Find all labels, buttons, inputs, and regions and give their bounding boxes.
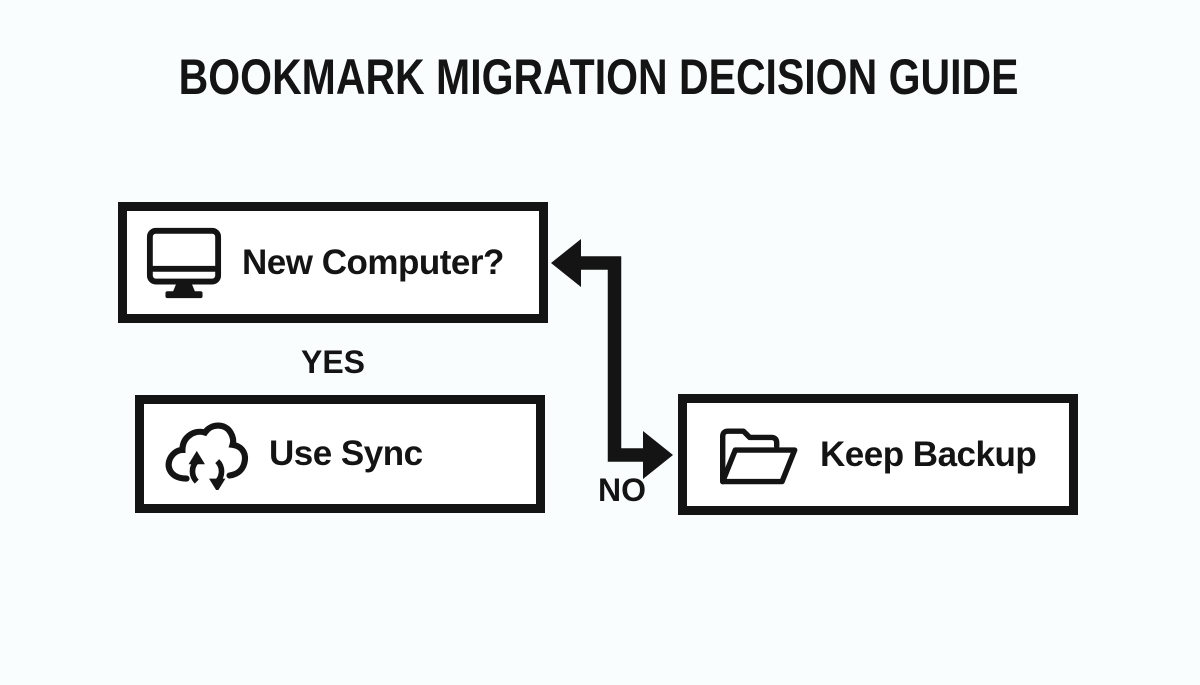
arrowhead-left-icon [551, 239, 581, 287]
open-folder-icon [711, 415, 801, 495]
node-use-sync: Use Sync [135, 395, 545, 513]
node-label: New Computer? [242, 242, 504, 282]
node-label: Use Sync [269, 434, 423, 473]
edge-label-no: NO [598, 472, 646, 508]
cloud-sync-icon [164, 418, 250, 490]
node-new-computer: New Computer? [118, 202, 548, 323]
node-label: Keep Backup [820, 434, 1037, 474]
page-title: BOOKMARK MIGRATION DECISION GUIDE [178, 49, 1019, 105]
node-keep-backup: Keep Backup [678, 394, 1078, 515]
desktop-monitor-icon [145, 224, 223, 302]
edge-label-yes: YES [300, 344, 366, 380]
